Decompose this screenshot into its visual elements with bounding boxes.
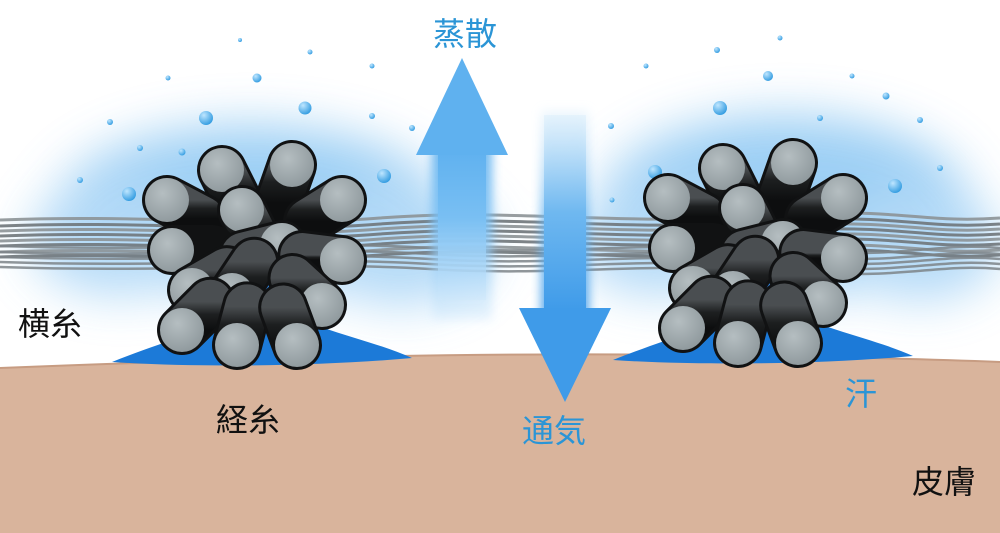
fiber-end xyxy=(701,146,745,190)
sweat-droplet-icon xyxy=(713,101,727,115)
fiber-end xyxy=(821,176,865,220)
skin-surface xyxy=(0,354,1000,533)
sweat-droplet-icon xyxy=(165,75,171,81)
sweat-droplet-icon xyxy=(777,35,783,41)
sweat-droplet-icon xyxy=(409,125,415,131)
fiber-end xyxy=(275,323,319,367)
fiber-end xyxy=(200,148,244,192)
sweat-droplet-icon xyxy=(917,117,923,123)
warp-label: 経糸 xyxy=(216,401,281,439)
fiber-end xyxy=(150,228,194,272)
sweat-droplet-icon xyxy=(609,197,615,203)
sweat-droplet-icon xyxy=(369,113,375,119)
ventilation-arrow xyxy=(519,110,611,402)
fiber-end xyxy=(145,178,189,222)
sweat-droplet-icon xyxy=(122,187,136,201)
sweat-droplet-icon xyxy=(849,73,855,79)
fiber-end xyxy=(270,143,314,187)
fiber-end xyxy=(821,236,865,280)
ventilation-label: 通気 xyxy=(522,412,587,450)
fiber-end xyxy=(661,306,705,350)
sweat-droplet-icon xyxy=(643,63,649,69)
sweat-droplet-icon xyxy=(107,119,113,125)
fiber-end xyxy=(220,188,264,232)
fiber-end xyxy=(716,321,760,365)
sweat-droplet-icon xyxy=(77,177,83,183)
sweat-droplet-icon xyxy=(882,92,890,100)
sweat-droplet-icon xyxy=(137,145,143,151)
fiber-end xyxy=(721,186,765,230)
sweat-droplet-icon xyxy=(763,71,773,81)
fiber-end xyxy=(320,238,364,282)
sweat-droplet-icon xyxy=(888,179,902,193)
fiber-end xyxy=(646,176,690,220)
sweat-droplet-icon xyxy=(307,49,313,55)
sweat-droplet-icon xyxy=(178,148,186,156)
warp-fiber-bundle-icon xyxy=(613,138,913,368)
evaporation-label: 蒸散 xyxy=(433,15,498,53)
sweat-label: 汗 xyxy=(845,375,878,413)
sweat-droplet-icon xyxy=(937,165,943,171)
sweat-droplet-icon xyxy=(238,38,242,42)
sweat-droplet-icon xyxy=(608,123,614,129)
weft-label: 横糸 xyxy=(18,305,83,343)
sweat-droplet-icon xyxy=(199,111,213,125)
fiber-end xyxy=(651,226,695,270)
warp-bundles xyxy=(112,138,913,370)
warp-fiber-bundle-icon xyxy=(112,140,412,370)
fiber-end xyxy=(160,308,204,352)
sweat-droplet-icon xyxy=(369,63,375,69)
sweat-droplet-icon xyxy=(377,169,391,183)
fiber-end xyxy=(320,178,364,222)
sweat-droplet-icon xyxy=(298,101,312,115)
fiber-end xyxy=(215,323,259,367)
sweat-droplet-icon xyxy=(817,115,823,121)
evaporation-arrow xyxy=(416,58,508,320)
skin-label: 皮膚 xyxy=(912,463,977,501)
sweat-droplet-icon xyxy=(252,73,262,83)
fiber-end xyxy=(771,141,815,185)
fiber-end xyxy=(776,321,820,365)
sweat-droplet-icon xyxy=(714,47,720,53)
